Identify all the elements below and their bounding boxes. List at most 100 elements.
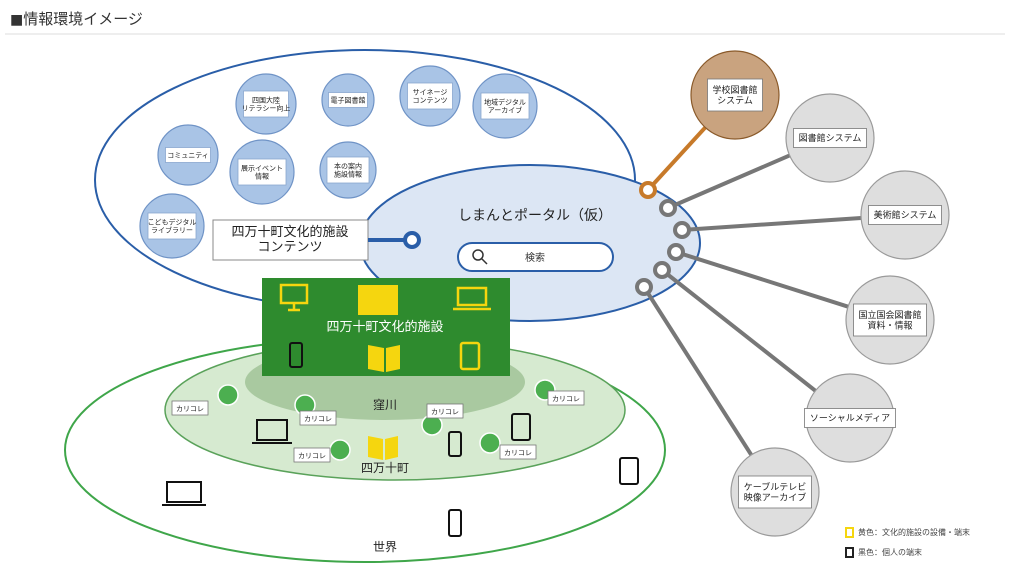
system-label: 学校図書館システム: [712, 84, 757, 107]
tablet-icon: [459, 341, 481, 371]
system-connector: [646, 126, 707, 192]
region-shimanto: 四万十町: [361, 461, 409, 475]
external-systems: 学校図書館システム図書館システム美術館システム国立国会図書館資料・情報ソーシャル…: [635, 50, 950, 537]
system-connector: [675, 250, 849, 309]
karikore-tag: [426, 403, 464, 419]
content-bubble: こどもデジタルライブラリー: [139, 193, 205, 259]
content-bubble-tag: [407, 82, 453, 110]
school-library-system: 学校図書館システム: [639, 50, 780, 199]
monitor-icon: [279, 283, 309, 312]
system-label: ケーブルテレビ映像アーカイブ: [744, 481, 806, 504]
connector-node: [673, 221, 691, 239]
content-bubble: サイネージコンテンツ: [399, 65, 461, 127]
system-connector: [667, 153, 791, 210]
smartphone-icon: [289, 342, 303, 368]
karikore-tag: [499, 444, 537, 460]
facility-label: 四万十町文化的施設: [326, 319, 443, 335]
system-label: ソーシャルメディア: [810, 412, 890, 424]
legend-black-text: 黒色：個人の端末: [858, 548, 922, 557]
content-bubble-label: コミュニティ: [167, 151, 209, 159]
karikore-markers: カリコレカリコレカリコレカリコレカリコレカリコレ: [171, 379, 585, 463]
laptop-icon: [166, 481, 202, 503]
legend-yellow: 黄色：文化的施設の設備・端末: [845, 527, 970, 538]
external-system: 国立国会図書館資料・情報: [667, 243, 935, 365]
karikore-label: カリコレ: [298, 452, 326, 460]
page-title: ■情報環境イメージ: [10, 8, 143, 29]
smartphone-icon: [448, 509, 462, 537]
region-world: 世界: [373, 540, 397, 554]
system-connector: [660, 268, 817, 393]
search-icon: [472, 249, 488, 265]
tablet-icon: [511, 413, 531, 441]
karikore-label: カリコレ: [304, 415, 332, 423]
system-tag: [853, 303, 927, 337]
legend-yellow-swatch: [845, 527, 854, 538]
portal-search-label: 検索: [525, 251, 545, 264]
karikore-label: カリコレ: [176, 405, 204, 413]
karikore-marker: カリコレ: [293, 439, 351, 463]
external-system: ケーブルテレビ映像アーカイブ: [635, 278, 820, 537]
system-label: 美術館システム: [874, 209, 937, 221]
connector-node: [667, 243, 685, 261]
content-bubble: 展示イベント情報: [229, 139, 295, 205]
system-connector: [681, 215, 862, 232]
laptop-icon: [453, 286, 491, 311]
laptop-icon: [256, 419, 288, 441]
content-bubble-tag: [326, 156, 370, 184]
page-title-text: 情報環境イメージ: [23, 10, 143, 28]
system-tag: [804, 408, 896, 428]
karikore-marker: カリコレ: [534, 379, 585, 406]
portal-search-box[interactable]: [457, 242, 614, 272]
karikore-label: カリコレ: [504, 449, 532, 457]
content-bubble-label: 地域デジタルアーカイブ: [484, 97, 526, 114]
content-bubble-label: こどもデジタルライブラリー: [148, 217, 197, 234]
content-bubble: 本の案内施設情報: [319, 141, 377, 199]
system-label: 図書館システム: [799, 132, 862, 144]
book-icon: [368, 436, 398, 460]
system-tag: [793, 128, 867, 148]
content-bubble-tag: [237, 158, 287, 186]
external-system: 図書館システム: [659, 93, 875, 217]
region-kubokawa: 窪川: [373, 397, 397, 412]
karikore-dot: [217, 384, 239, 406]
legend-black-swatch: [845, 547, 854, 558]
karikore-tag: [547, 390, 585, 406]
connector-node: [639, 181, 657, 199]
connector-node: [659, 199, 677, 217]
heading-mark: ■: [10, 12, 24, 28]
karikore-tag: [299, 410, 337, 426]
content-bubbles: 四国大陸リテラシー向上 電子図書館 サイネージコンテンツ地域デジタルアーカイブコミュ…: [139, 65, 538, 259]
karikore-dot: [329, 439, 351, 461]
karikore-label: カリコレ: [552, 395, 580, 403]
content-bubble-tag: [147, 212, 197, 240]
karikore-dot: [479, 432, 501, 454]
karikore-marker: カリコレ: [421, 403, 464, 436]
content-bubble-label: サイネージコンテンツ: [413, 88, 448, 104]
system-label: 国立国会図書館資料・情報: [858, 309, 921, 332]
karikore-marker: カリコレ: [479, 432, 537, 460]
legend-yellow-text: 黄色：文化的施設の設備・端末: [858, 528, 970, 537]
content-bubble-label: 電子図書館: [331, 95, 366, 104]
smartphone-icon: [448, 431, 462, 457]
content-bubble-tag: [480, 92, 530, 120]
contents-box: [212, 219, 369, 261]
contents-link-node: [403, 231, 421, 249]
karikore-marker: カリコレ: [294, 394, 337, 426]
portal-title: しまんとポータル（仮）: [458, 208, 612, 224]
external-system: 美術館システム: [673, 170, 950, 260]
content-bubble: コミュニティ: [157, 124, 219, 186]
connector-node: [653, 261, 671, 279]
karikore-marker: カリコレ: [171, 384, 239, 416]
legend-black: 黒色：個人の端末: [845, 547, 922, 558]
content-bubble: 地域デジタルアーカイブ: [472, 73, 538, 139]
system-tag: [738, 475, 812, 509]
content-bubble-tag: [328, 92, 368, 108]
content-bubble: 四国大陸リテラシー向上: [235, 73, 297, 135]
karikore-tag: [171, 400, 209, 416]
tablet-icon: [619, 457, 639, 485]
content-bubble-label: 展示イベント情報: [241, 164, 283, 180]
content-bubble-tag: [243, 90, 289, 118]
external-system: ソーシャルメディア: [653, 261, 896, 463]
